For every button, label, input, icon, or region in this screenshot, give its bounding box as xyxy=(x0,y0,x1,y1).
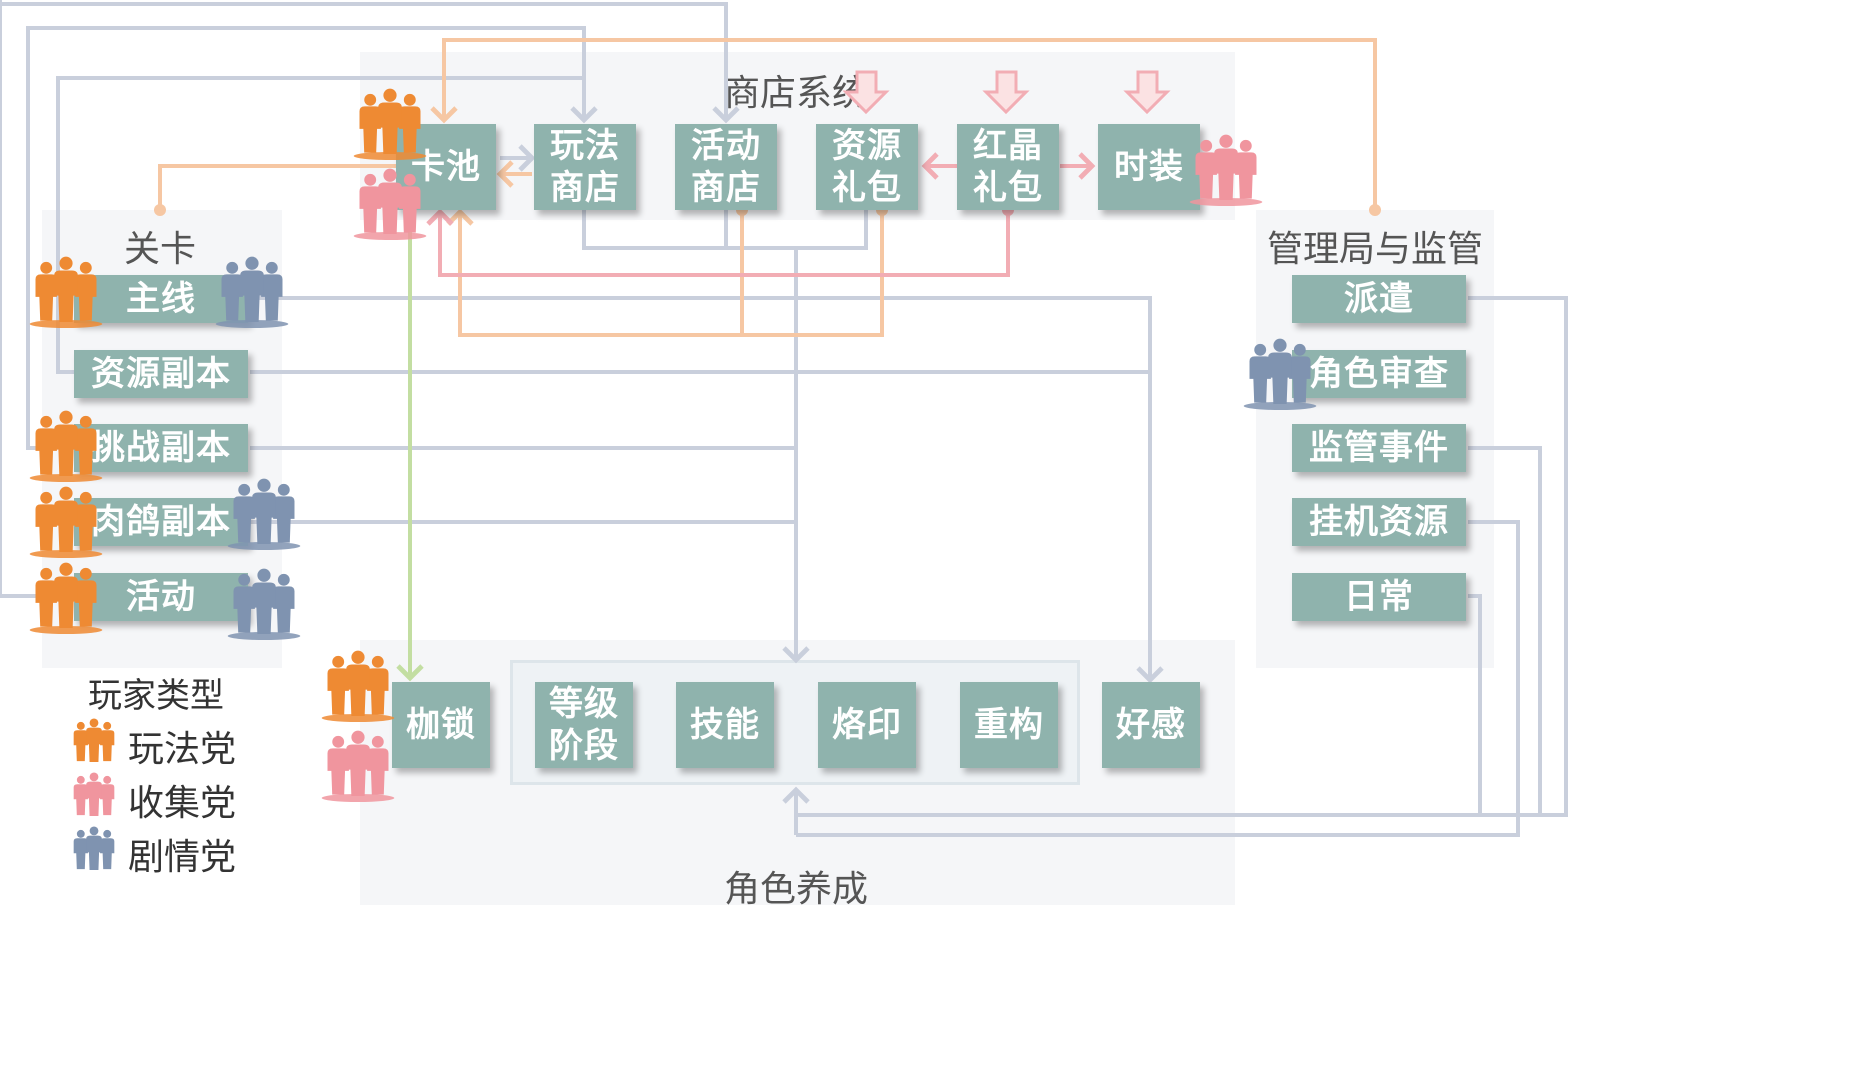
node-wanfa-shop: 玩法 商店 xyxy=(534,124,636,210)
player-icon-rouge-story xyxy=(227,478,301,550)
legend-label-gameplay: 玩法党 xyxy=(128,729,237,770)
legend-title: 玩家类型 xyxy=(88,676,224,716)
node-jianguan-shijian: 监管事件 xyxy=(1292,424,1466,472)
legend-label-story: 剧情党 xyxy=(128,837,237,878)
node-juese-shencha: 角色审查 xyxy=(1292,350,1466,398)
node-shizhuang: 时装 xyxy=(1098,124,1200,210)
player-icon-kachi-collector xyxy=(353,168,427,240)
node-hongjing-pack: 红晶 礼包 xyxy=(957,124,1059,210)
legend-icon-gameplay xyxy=(73,718,115,762)
player-icon-rouge-gameplay xyxy=(29,486,103,558)
node-ziyuan-pack: 资源 礼包 xyxy=(816,124,918,210)
growth-group-title: 角色养成 xyxy=(723,869,869,910)
node-jiasuo: 枷锁 xyxy=(392,682,490,768)
legend-icon-collector xyxy=(73,772,115,816)
node-ziyuan-fuben: 资源副本 xyxy=(74,350,248,398)
node-tiaozhan-fuben: 挑战副本 xyxy=(74,424,248,472)
player-icon-zhuxian-gameplay xyxy=(29,256,103,328)
player-icon-huodong-story xyxy=(227,568,301,640)
player-icon-shencha-story xyxy=(1243,338,1317,410)
node-paiqian: 派遣 xyxy=(1292,275,1466,323)
node-huodong: 活动 xyxy=(74,573,248,621)
node-laoyin: 烙印 xyxy=(818,682,916,768)
legend-label-collector: 收集党 xyxy=(128,783,237,824)
player-icon-zhuxian-story xyxy=(215,256,289,328)
player-icon-jiasuo-gameplay xyxy=(321,650,395,722)
node-guaji-ziyuan: 挂机资源 xyxy=(1292,498,1466,546)
node-richang: 日常 xyxy=(1292,573,1466,621)
player-icon-kachi-gameplay xyxy=(353,88,427,160)
admin-group-title: 管理局与监管 xyxy=(1266,229,1484,270)
node-rouge-fuben: 肉鸽副本 xyxy=(74,498,248,546)
player-icon-jiasuo-collector xyxy=(321,730,395,802)
player-icon-huodong-gameplay xyxy=(29,562,103,634)
node-zhuxian: 主线 xyxy=(74,275,248,323)
stage-group-title: 关卡 xyxy=(123,229,197,270)
player-icon-shizhuang-collector xyxy=(1189,134,1263,206)
node-chonggou: 重构 xyxy=(960,682,1058,768)
node-huodong-shop: 活动 商店 xyxy=(675,124,777,210)
node-jineng: 技能 xyxy=(676,682,774,768)
node-dengji: 等级 阶段 xyxy=(535,682,633,768)
node-haogan: 好感 xyxy=(1102,682,1200,768)
legend-icon-story xyxy=(73,826,115,870)
shop-group-title: 商店系统 xyxy=(723,73,869,114)
player-icon-tiaozhan-gameplay xyxy=(29,410,103,482)
